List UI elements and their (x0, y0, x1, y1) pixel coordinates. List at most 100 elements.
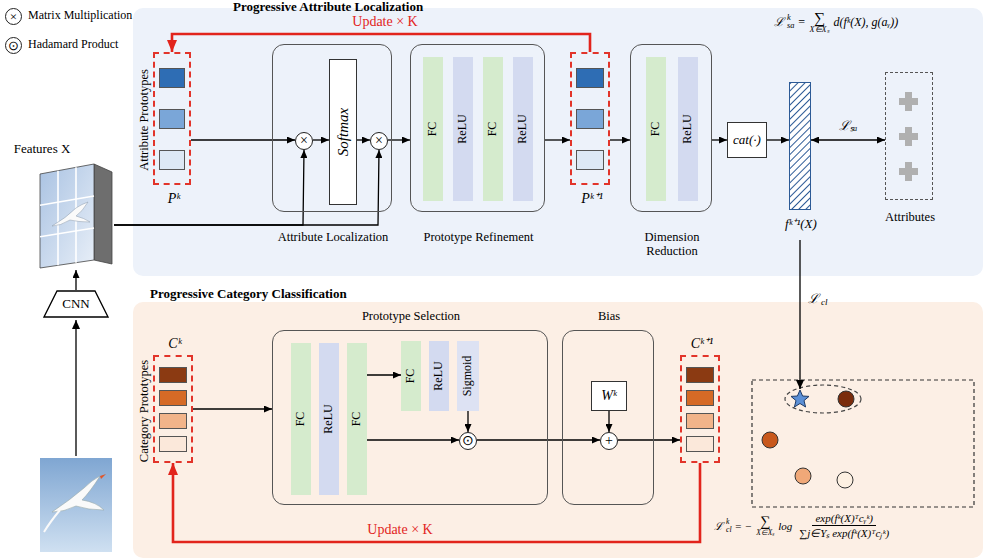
update-label: Update × K (367, 522, 432, 537)
connector (357, 139, 370, 140)
feature-label: Features X (2, 142, 82, 156)
formula-part: cl (821, 297, 828, 307)
connector (367, 374, 401, 375)
layer-bar: ReLU (453, 57, 473, 201)
formula: ℒcl (806, 292, 828, 306)
panel-title: Progressive Category Classification (150, 287, 347, 301)
prototype-vector (159, 109, 185, 129)
symbol-label: Pᵏ⁺¹ (562, 191, 622, 206)
operator-symbol: × (300, 133, 308, 148)
module-label: Prototype Selection (273, 310, 549, 324)
layer-name: Sigmoid (461, 356, 474, 397)
prototype-vector (576, 68, 604, 88)
layer-name: FC (294, 412, 307, 427)
prototype-vector (576, 109, 604, 129)
connector (712, 139, 727, 140)
cnn-block: CNN (43, 290, 109, 318)
panel-ground (133, 8, 983, 276)
symbol-label: Pᵏ (144, 191, 204, 206)
legend-symbol: ⊙ (8, 38, 19, 52)
layer-name: ReLU (322, 404, 335, 433)
prototype-vector (159, 68, 185, 88)
legend-swatch: ⊙ (5, 37, 22, 54)
layer-bar: FC (291, 343, 311, 495)
hatch-rect (790, 83, 810, 209)
update-loop (173, 463, 700, 542)
cnn-label: CNN (62, 297, 89, 311)
layer-bar: ReLU (319, 343, 339, 495)
update-loop (172, 34, 590, 52)
formula-part: ℒ (714, 520, 723, 532)
attribute-icon (899, 162, 918, 181)
bird-shape (52, 476, 104, 512)
connector (608, 411, 609, 432)
connector (467, 411, 468, 432)
attribute-set: Attributes (885, 72, 933, 200)
legend-symbol: × (10, 9, 17, 23)
layer-bar: ReLU (429, 341, 449, 411)
prototype-set: Pᵏ⁺¹ (570, 52, 610, 185)
prototype-vector (686, 413, 714, 429)
bird-tail (44, 510, 60, 532)
bias-box: Wᵏ (591, 381, 627, 411)
module-box: BiasWᵏ+ (562, 330, 654, 505)
layer-name: FC (350, 412, 363, 427)
connector (767, 139, 789, 140)
loss-arrow (799, 240, 800, 389)
attribute-icons (886, 73, 931, 198)
prototype-vector (686, 436, 714, 452)
slab-side (94, 164, 112, 264)
formula-part: cl (726, 526, 732, 534)
prototype-vector (159, 150, 185, 170)
operator-symbol: × (375, 133, 383, 148)
sample-star (791, 390, 809, 407)
layer-name: ReLU (432, 361, 445, 390)
input-arrow (75, 320, 76, 456)
formula-part: X∈Xₛ (810, 26, 830, 35)
operator-circle: × (370, 132, 388, 150)
prototype-vector (159, 413, 187, 429)
concat-label: cat(·) (733, 133, 761, 147)
layer-name: FC (486, 122, 499, 137)
feature-map: Features X (38, 160, 114, 270)
layer-name: ReLU (456, 114, 469, 143)
module-box: Attribute Localization×Softmax× (272, 44, 392, 212)
panel-ground (133, 302, 983, 558)
vector-label: fᵏ⁺¹(X) (761, 217, 841, 231)
prototype-vector (686, 390, 714, 406)
edge-label: ℒₛₐ (839, 119, 858, 133)
layer-bar: FC (483, 57, 503, 201)
softmax-label: Softmax (335, 108, 352, 156)
layer-name: FC (426, 122, 439, 137)
layer-name: FC (649, 122, 662, 137)
panel: Progressive Attribute LocalizationAttrib… (133, 8, 983, 276)
set-label: Attributes (870, 211, 950, 225)
bird-beak (100, 474, 106, 479)
operator-symbol: + (605, 433, 613, 448)
fraction: exp(fᵏ(X)ᵀcᵧᵏ)∑j∈Yₛ exp(fᵏ(X)ᵀcⱼᵏ) (796, 512, 892, 539)
layer-bar: ReLU (513, 57, 533, 201)
concat-box: cat(·) (727, 122, 767, 158)
panel-grounds (133, 8, 983, 558)
connector (75, 270, 76, 290)
bias-label: Wᵏ (601, 388, 617, 403)
feature-map-drawing (38, 160, 114, 270)
hatch-fill (790, 83, 810, 209)
embedding-space (752, 380, 974, 507)
side-label: Attribute Prototypes (138, 69, 152, 171)
formula: ℒkcl= −∑X∈Xₛlogexp(fᵏ(X)ᵀcᵧᵏ)∑j∈Yₛ exp(f… (712, 512, 894, 539)
attribute-icon (899, 92, 918, 111)
module-label: Prototype Refinement (411, 231, 546, 245)
formula-part: d(fᵏ(X), g(aᵧ)) (834, 16, 899, 29)
prototype-set: Category PrototypesCᵏ (153, 355, 193, 463)
operator-circle: × (295, 132, 313, 150)
layer-name: ReLU (516, 114, 529, 143)
formula-part: k (787, 14, 794, 22)
formula-part: ∑j∈Yₛ exp(fᵏ(X)ᵀcⱼᵏ) (796, 526, 892, 539)
formula-part: log (778, 520, 792, 532)
prototype-dot (838, 391, 854, 407)
formula: ℒksa=∑X∈Xₛd(fᵏ(X), g(aᵧ)) (772, 10, 900, 35)
side-label: Category Prototypes (138, 360, 152, 462)
operator-circle: + (600, 432, 618, 450)
operator-symbol: ⊙ (462, 433, 474, 448)
